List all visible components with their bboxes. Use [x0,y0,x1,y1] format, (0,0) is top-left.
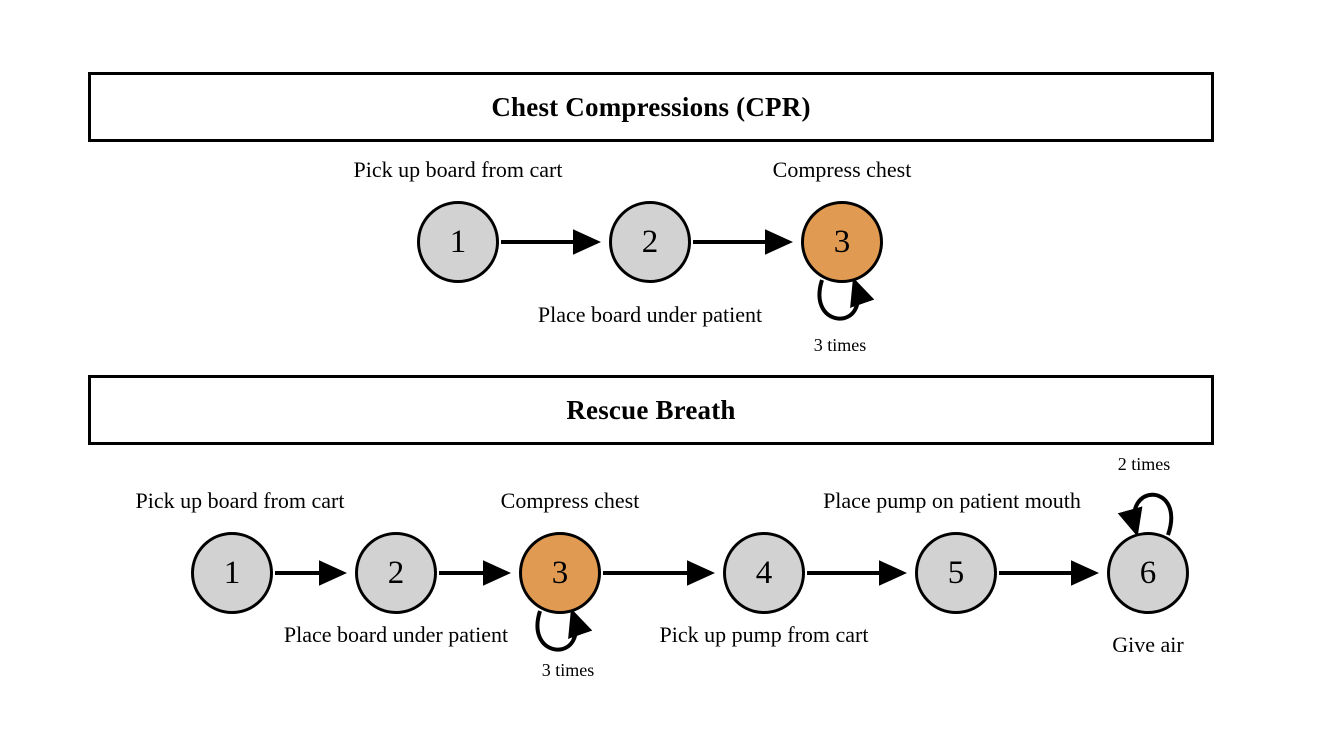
self-loop-node-3-row1 [817,277,875,321]
label-pick-up-board-from-cart: Pick up board from cart [353,157,563,182]
label-place-board-under-patient: Place board under patient [537,302,763,327]
node-label: 2 [387,554,405,591]
self-loop-node-3-row2 [535,608,593,652]
label-3-times: 3 times [541,660,595,680]
label-place-board-under-patient: Place board under patient [283,622,509,647]
section-header-rescue-breath: Rescue Breath [88,375,1214,445]
self-loop-node-6-row2 [1117,492,1174,537]
label-give-air: Give air [1112,632,1184,657]
node-label: 1 [449,223,467,260]
node-label: 2 [641,223,659,260]
node-2[interactable]: 2 [609,201,691,283]
label-pick-up-pump-from-cart: Pick up pump from cart [659,622,869,647]
node-2[interactable]: 2 [355,532,437,614]
node-5[interactable]: 5 [915,532,997,614]
label-compress-chest: Compress chest [500,488,640,513]
label-pick-up-board-from-cart: Pick up board from cart [135,488,345,513]
label-2-times: 2 times [1117,454,1171,474]
section-title: Rescue Breath [566,394,736,425]
label-3-times: 3 times [813,335,867,355]
label-compress-chest: Compress chest [772,157,912,182]
label-place-pump-on-patient-mouth: Place pump on patient mouth [823,488,1081,513]
node-3[interactable]: 3 [519,532,601,614]
node-label: 1 [223,554,241,591]
node-label: 6 [1139,554,1157,591]
section-header-chest-compressions: Chest Compressions (CPR) [88,72,1214,142]
node-6[interactable]: 6 [1107,532,1189,614]
node-label: 3 [551,554,569,591]
node-3[interactable]: 3 [801,201,883,283]
node-1[interactable]: 1 [191,532,273,614]
section-title: Chest Compressions (CPR) [491,91,811,122]
node-label: 5 [947,554,965,591]
node-4[interactable]: 4 [723,532,805,614]
node-label: 4 [755,554,773,591]
node-label: 3 [833,223,851,260]
node-1[interactable]: 1 [417,201,499,283]
